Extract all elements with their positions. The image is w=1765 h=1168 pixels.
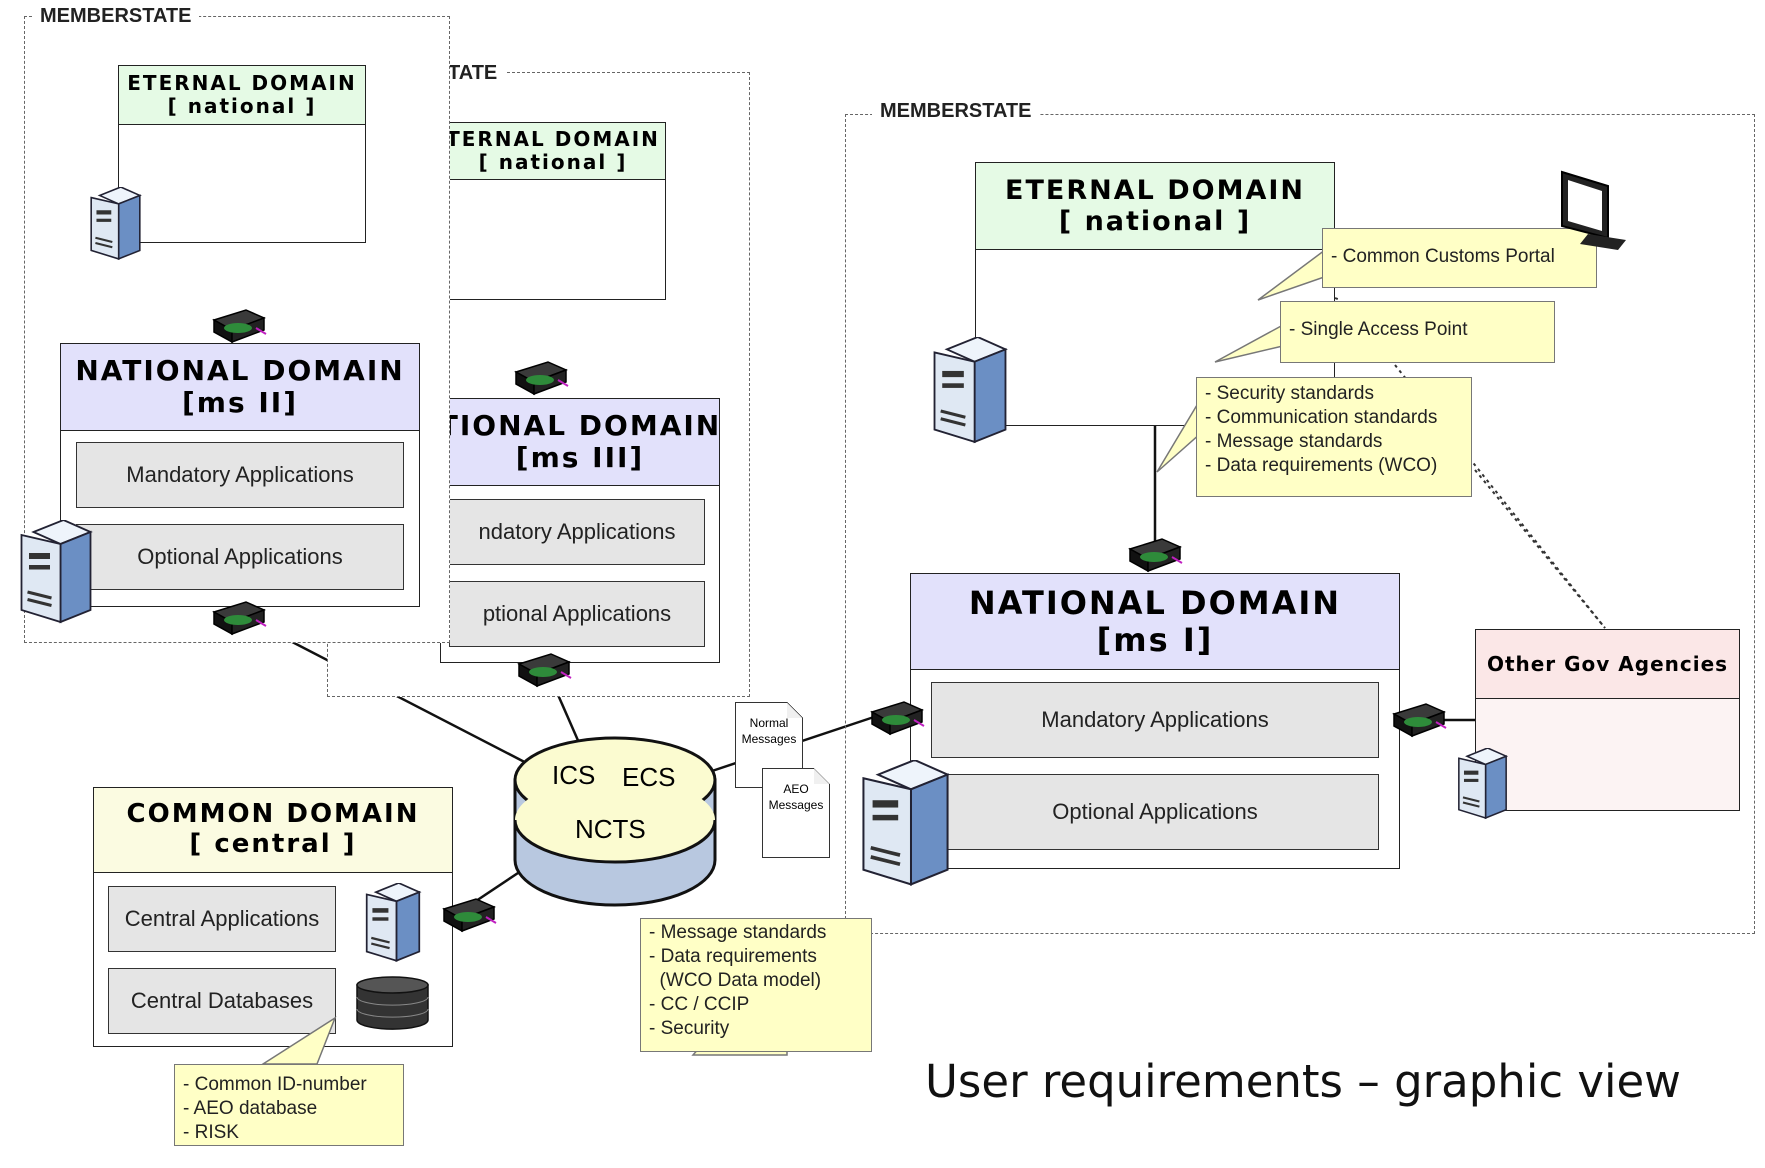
national-domain-title: TIONAL DOMAIN bbox=[441, 408, 719, 442]
note-line: - Security bbox=[649, 1018, 730, 1039]
database-icon bbox=[356, 976, 429, 1030]
eternal-domain-ms2: ETERNAL DOMAIN [ national ] bbox=[118, 65, 366, 243]
server-icon bbox=[90, 187, 142, 261]
national-domain-ms1: NATIONAL DOMAIN [ms I] Mandatory Applica… bbox=[910, 573, 1400, 869]
optional-applications-box: Optional Applications bbox=[76, 524, 404, 590]
mandatory-applications-box: Mandatory Applications bbox=[931, 682, 1379, 758]
note-line: - RISK bbox=[183, 1122, 239, 1143]
note-line: (WCO Data model) bbox=[649, 970, 822, 991]
mandatory-applications-box: Mandatory Applications bbox=[76, 442, 404, 508]
note-line: - Common Customs Portal bbox=[1331, 246, 1555, 267]
router-icon bbox=[514, 361, 569, 396]
normal-messages-document: Normal Messages bbox=[735, 702, 803, 788]
router-icon bbox=[870, 701, 925, 736]
other-gov-agencies-title: Other Gov Agencies bbox=[1486, 651, 1729, 676]
router-icon bbox=[212, 309, 267, 344]
aeo-messages-document: AEO Messages bbox=[762, 768, 830, 858]
memberstate-label-ii: MEMBERSTATE bbox=[32, 5, 200, 28]
eternal-domain-title: ETERNAL DOMAIN bbox=[127, 71, 357, 95]
hub-label-ecs: ECS bbox=[622, 762, 676, 792]
router-icon bbox=[442, 898, 497, 933]
single-access-point-note: - Single Access Point bbox=[1280, 301, 1555, 363]
router-icon bbox=[212, 601, 267, 636]
note-line: - Data requirements bbox=[649, 946, 817, 967]
router-icon bbox=[1392, 703, 1447, 738]
eternal-domain-title: ETERNAL DOMAIN bbox=[1005, 174, 1305, 206]
national-domain-title: NATIONAL DOMAIN bbox=[75, 353, 405, 387]
server-icon bbox=[933, 337, 1008, 444]
standards-note: - Security standards - Communication sta… bbox=[1196, 377, 1472, 497]
doc-line: Messages bbox=[741, 732, 797, 746]
monitor-icon bbox=[1561, 170, 1626, 250]
eternal-domain-title: TERNAL DOMAIN bbox=[446, 127, 660, 151]
note-line: - Security standards bbox=[1205, 383, 1374, 404]
eternal-domain-subtitle: [ national ] bbox=[1058, 206, 1252, 237]
memberstate-label-i: MEMBERSTATE bbox=[872, 100, 1040, 123]
eternal-domain-subtitle: [ national ] bbox=[167, 94, 317, 118]
central-applications-box: Central Applications bbox=[108, 886, 336, 952]
router-icon bbox=[517, 653, 572, 688]
server-icon bbox=[365, 883, 422, 962]
memberstate-label-iii: TATE bbox=[440, 62, 506, 85]
central-standards-note: - Message standards - Data requirements … bbox=[640, 918, 872, 1052]
eternal-domain-ms1: ETERNAL DOMAIN [ national ] bbox=[975, 162, 1335, 426]
mandatory-applications-box: ndatory Applications bbox=[449, 499, 705, 565]
optional-applications-box: ptional Applications bbox=[449, 581, 705, 647]
note-line: - Message standards bbox=[649, 922, 827, 943]
other-gov-agencies-domain: Other Gov Agencies bbox=[1475, 629, 1740, 811]
note-line: - Communication standards bbox=[1205, 407, 1438, 428]
eternal-domain-subtitle: [ national ] bbox=[478, 150, 628, 174]
hub-label-ics: ICS bbox=[552, 760, 596, 790]
national-domain-subtitle: [ms I] bbox=[1096, 620, 1214, 659]
server-icon bbox=[20, 520, 93, 624]
central-databases-box: Central Databases bbox=[108, 968, 336, 1034]
router-icon bbox=[1128, 538, 1183, 573]
national-domain-title: NATIONAL DOMAIN bbox=[968, 583, 1342, 622]
note-line: - Single Access Point bbox=[1289, 319, 1468, 340]
common-domain-subtitle: [ central ] bbox=[189, 829, 357, 859]
hub-label-ncts: NCTS bbox=[575, 814, 646, 844]
central-hub-cylinder bbox=[513, 736, 717, 907]
doc-line: Normal bbox=[749, 716, 789, 730]
optional-applications-box: Optional Applications bbox=[931, 774, 1379, 850]
note-line: - AEO database bbox=[183, 1098, 318, 1119]
eternal-domain-ms3: TERNAL DOMAIN [ national ] bbox=[440, 122, 666, 300]
doc-line: Messages bbox=[768, 798, 824, 812]
national-domain-ms2: NATIONAL DOMAIN [ms II] Mandatory Applic… bbox=[60, 343, 420, 607]
note-line: - CC / CCIP bbox=[649, 994, 750, 1015]
common-customs-portal-note: - Common Customs Portal bbox=[1322, 228, 1597, 288]
memberstate-frame-i bbox=[845, 114, 1755, 934]
server-icon bbox=[862, 760, 951, 886]
national-domain-ms3: TIONAL DOMAIN [ms III] ndatory Applicati… bbox=[440, 398, 720, 663]
national-domain-subtitle: [ms III] bbox=[515, 441, 645, 474]
note-line: - Message standards bbox=[1205, 431, 1383, 452]
server-icon bbox=[1458, 748, 1509, 820]
slide-title: User requirements – graphic view bbox=[925, 1055, 1681, 1108]
common-requirements-note: - Common ID-number - AEO database - RISK bbox=[174, 1064, 404, 1146]
note-line: - Data requirements (WCO) bbox=[1205, 455, 1438, 476]
doc-line: AEO bbox=[783, 782, 809, 796]
note-line: - Common ID-number bbox=[183, 1074, 367, 1095]
common-domain-title: COMMON DOMAIN bbox=[126, 799, 420, 830]
national-domain-subtitle: [ms II] bbox=[181, 386, 299, 419]
